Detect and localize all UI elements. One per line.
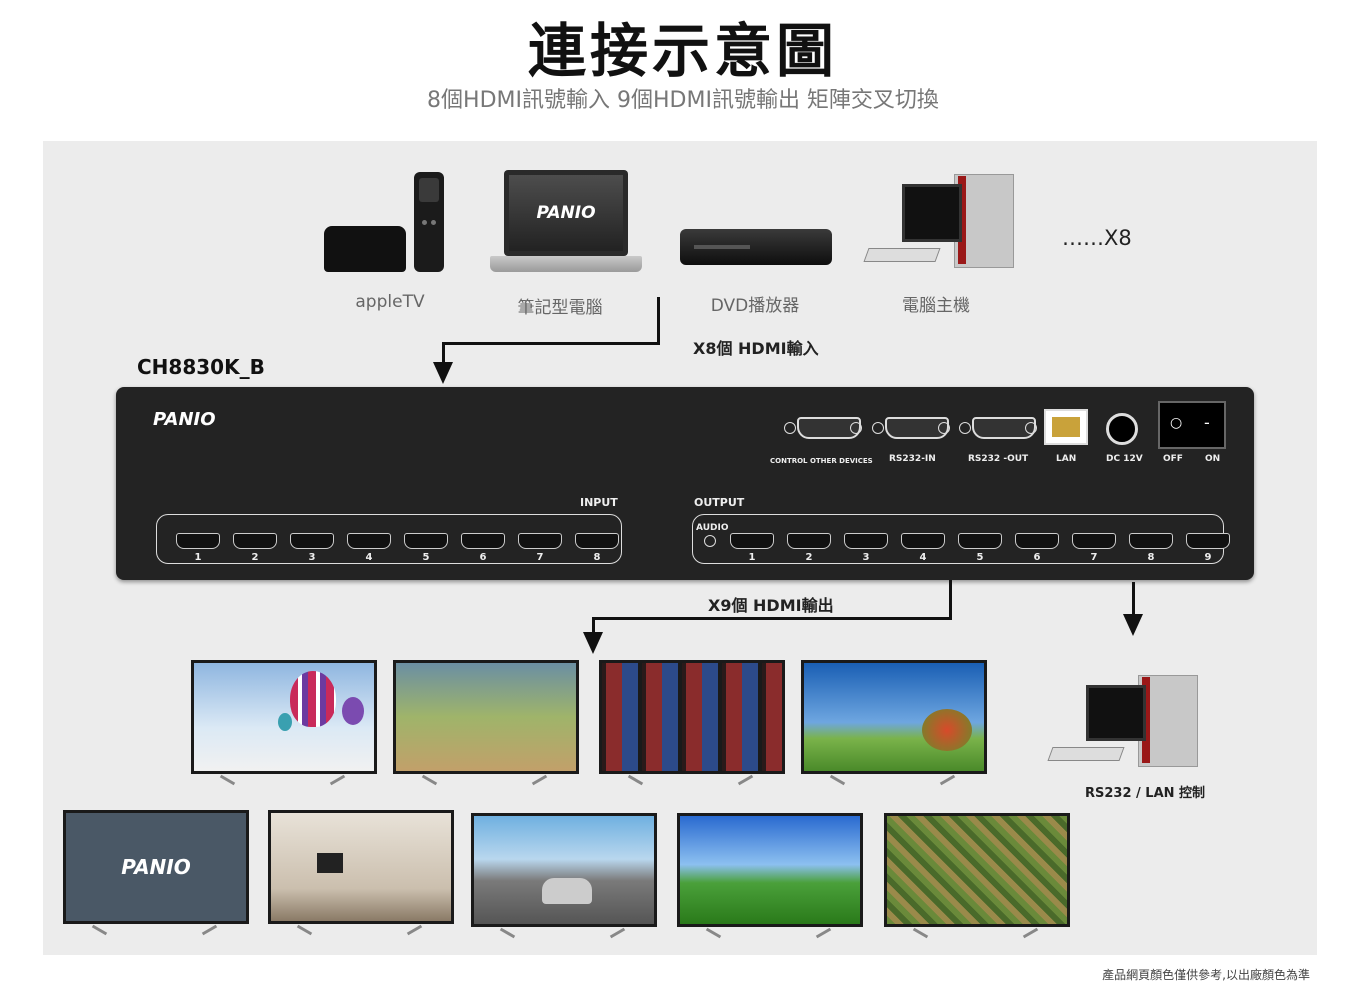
control-computer-icon bbox=[1047, 675, 1200, 771]
display-tv-logo: PANIO bbox=[63, 810, 249, 924]
display-tv-media bbox=[599, 660, 785, 774]
device-model: CH8830K_B bbox=[137, 355, 265, 379]
dc-power-port bbox=[1106, 413, 1138, 445]
desktop-computer-icon bbox=[863, 174, 1016, 272]
device-brand-logo: PANIO bbox=[153, 409, 216, 430]
output-arrow-head bbox=[583, 632, 603, 654]
hdmi-port-number: 7 bbox=[1090, 552, 1098, 563]
rs232-in-label: RS232-IN bbox=[889, 454, 936, 464]
hdmi-port bbox=[575, 533, 619, 549]
hdmi-port bbox=[176, 533, 220, 549]
lan-port bbox=[1044, 409, 1088, 445]
tv-screen-logo: PANIO bbox=[121, 855, 191, 879]
dvd-player-icon bbox=[680, 225, 832, 270]
dc-label: DC 12V bbox=[1106, 454, 1143, 464]
switch-off-symbol: ○ bbox=[1170, 415, 1183, 431]
hdmi-port-number: 7 bbox=[536, 552, 544, 563]
hdmi-port bbox=[1186, 533, 1230, 549]
hdmi-port bbox=[1015, 533, 1059, 549]
source-label-appletv: appleTV bbox=[355, 292, 425, 312]
display-tv-room bbox=[268, 810, 454, 924]
source-label-laptop: 筆記型電腦 bbox=[517, 298, 603, 318]
hdmi-port-number: 4 bbox=[919, 552, 927, 563]
laptop-screen-logo: PANIO bbox=[536, 203, 596, 223]
audio-label: AUDIO bbox=[696, 523, 729, 533]
hdmi-port bbox=[290, 533, 334, 549]
hdmi-port-number: 1 bbox=[194, 552, 202, 563]
output-caption: X9個 HDMI輸出 bbox=[708, 596, 834, 615]
audio-port bbox=[704, 535, 716, 547]
hdmi-port-number: 3 bbox=[308, 552, 316, 563]
hdmi-port-number: 9 bbox=[1204, 552, 1212, 563]
display-tv-tree bbox=[801, 660, 987, 774]
input-line-down bbox=[442, 342, 445, 364]
source-label-dvd: DVD播放器 bbox=[710, 296, 800, 316]
rs232-in-port bbox=[872, 415, 950, 441]
control-line-vertical bbox=[1132, 582, 1135, 616]
hdmi-port-number: 5 bbox=[422, 552, 430, 563]
output-group-label: OUTPUT bbox=[694, 496, 745, 509]
control-arrow-head bbox=[1123, 614, 1143, 636]
power-switch: ○ - bbox=[1158, 401, 1226, 449]
display-tv-balloons bbox=[191, 660, 377, 774]
hdmi-port-number: 4 bbox=[365, 552, 373, 563]
hdmi-port-number: 2 bbox=[805, 552, 813, 563]
hdmi-port-number: 5 bbox=[976, 552, 984, 563]
laptop-icon: PANIO bbox=[490, 170, 642, 276]
lan-label: LAN bbox=[1056, 454, 1077, 464]
output-line-vertical bbox=[949, 580, 952, 619]
switch-on-symbol: - bbox=[1204, 413, 1210, 432]
hdmi-port bbox=[461, 533, 505, 549]
control-caption: RS232 / LAN 控制 bbox=[1085, 786, 1206, 801]
output-line-down bbox=[592, 617, 595, 633]
hdmi-port bbox=[233, 533, 277, 549]
hdmi-port bbox=[901, 533, 945, 549]
apple-tv-icon bbox=[324, 172, 446, 274]
hdmi-port-number: 3 bbox=[862, 552, 870, 563]
input-line-vertical bbox=[657, 297, 660, 344]
page-title: 連接示意圖 bbox=[527, 17, 838, 85]
hdmi-port-number: 6 bbox=[1033, 552, 1041, 563]
more-sources-label: ……X8 bbox=[1062, 226, 1132, 250]
hdmi-port bbox=[347, 533, 391, 549]
input-group-label: INPUT bbox=[580, 496, 618, 509]
input-line-horizontal bbox=[442, 342, 660, 345]
input-arrow-head bbox=[433, 362, 453, 384]
hdmi-port-number: 6 bbox=[479, 552, 487, 563]
on-label: ON bbox=[1205, 454, 1221, 464]
hdmi-port-number: 8 bbox=[593, 552, 601, 563]
display-tv-racing bbox=[471, 813, 657, 927]
hdmi-port-number: 8 bbox=[1147, 552, 1155, 563]
matrix-switch-device: PANIO CONTROL OTHER DEVICES RS232-IN RS2… bbox=[116, 387, 1254, 580]
footer-note: 產品網頁顏色僅供參考,以出廠顏色為準 bbox=[1102, 968, 1310, 982]
display-tv-strategy-game bbox=[884, 813, 1070, 927]
display-tv-game bbox=[393, 660, 579, 774]
hdmi-port bbox=[404, 533, 448, 549]
hdmi-port bbox=[958, 533, 1002, 549]
input-port-group bbox=[156, 514, 622, 564]
hdmi-port bbox=[730, 533, 774, 549]
page-subtitle: 8個HDMI訊號輸入 9個HDMI訊號輸出 矩陣交叉切換 bbox=[427, 88, 939, 113]
output-line-horizontal bbox=[592, 617, 952, 620]
control-other-label: CONTROL OTHER DEVICES bbox=[770, 457, 873, 465]
hdmi-port bbox=[787, 533, 831, 549]
control-other-port bbox=[784, 415, 862, 441]
input-caption: X8個 HDMI輸入 bbox=[693, 339, 819, 358]
hdmi-port bbox=[1129, 533, 1173, 549]
rs232-out-label: RS232 -OUT bbox=[968, 454, 1029, 464]
hdmi-port-number: 1 bbox=[748, 552, 756, 563]
off-label: OFF bbox=[1163, 454, 1183, 464]
hdmi-port bbox=[844, 533, 888, 549]
hdmi-port bbox=[518, 533, 562, 549]
rs232-out-port bbox=[959, 415, 1037, 441]
display-tv-desktop bbox=[677, 813, 863, 927]
hdmi-port bbox=[1072, 533, 1116, 549]
hdmi-port-number: 2 bbox=[251, 552, 259, 563]
source-label-desktop: 電腦主機 bbox=[902, 296, 970, 316]
